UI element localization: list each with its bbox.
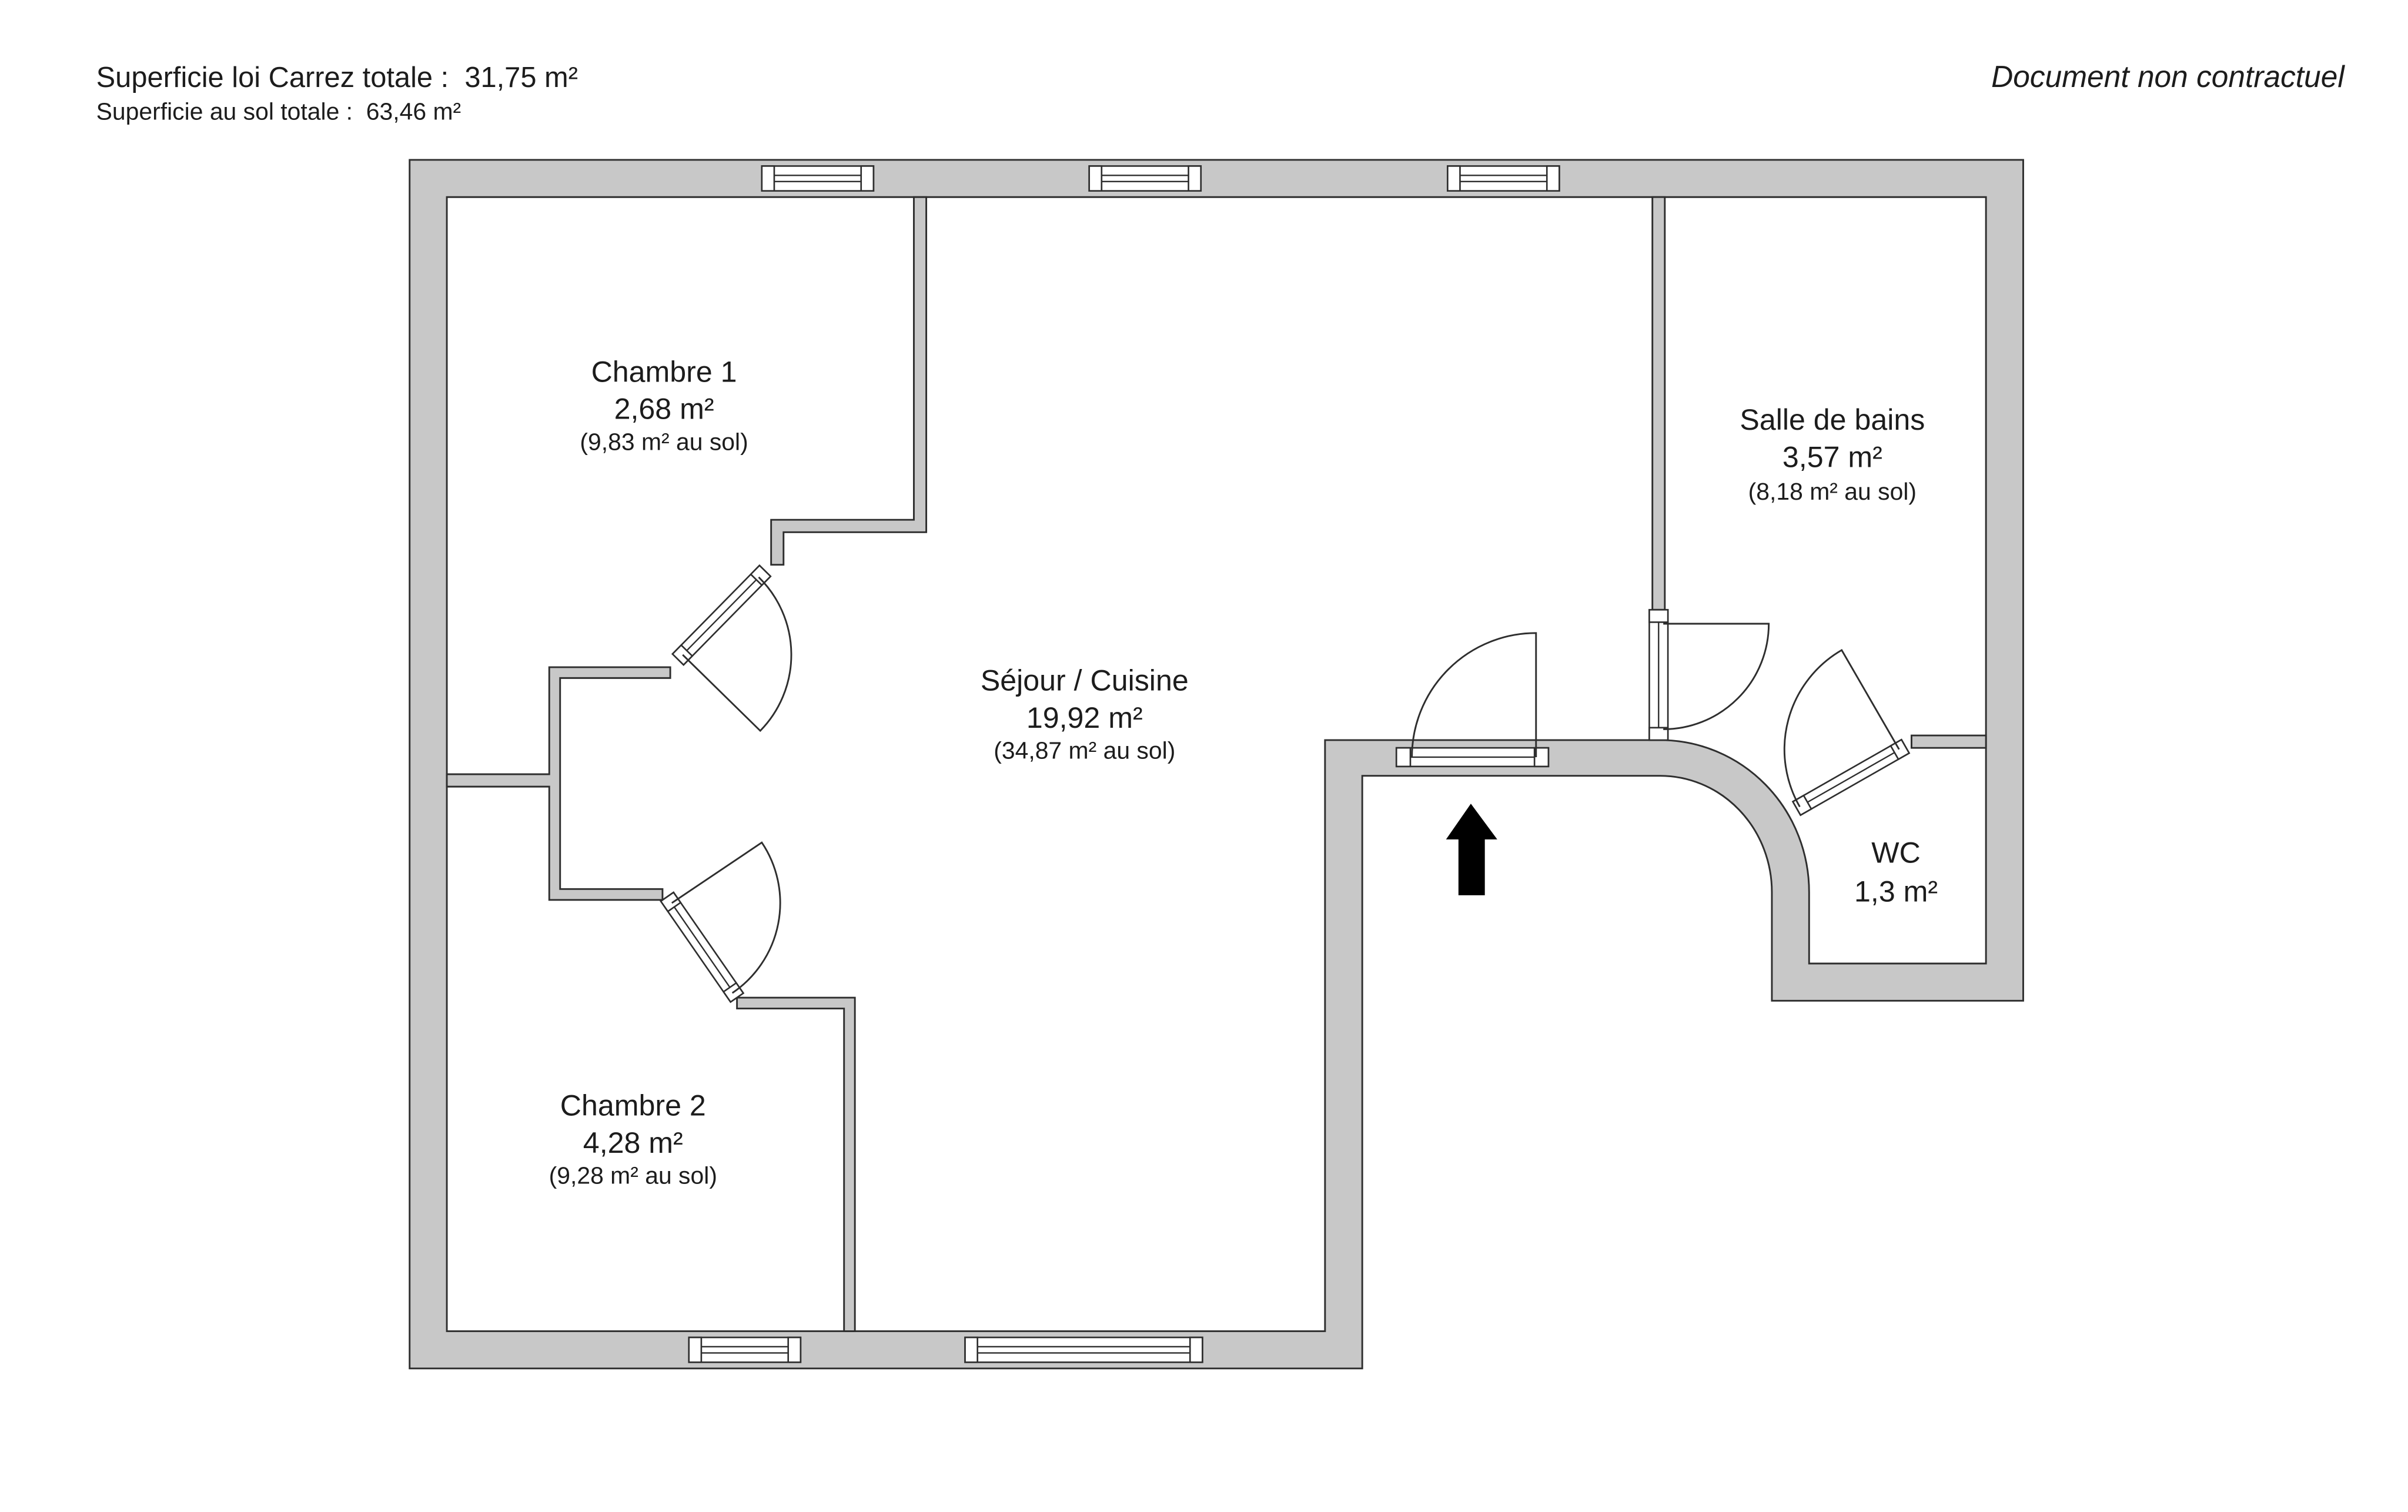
door-jamb (1395, 747, 1412, 768)
window-jamb (964, 1336, 978, 1363)
room-floor-area: (8,18 m² au sol) (1748, 478, 1917, 505)
window-jamb (1188, 165, 1202, 192)
wc-door-swing (1783, 648, 1900, 808)
window-jamb (761, 165, 775, 192)
wall-sejour-salle-de-bains (1651, 196, 1666, 611)
room-label-salle-de-bains: Salle de bains 3,57 m² (8,18 m² au sol) (1740, 403, 1925, 505)
doors (660, 564, 1911, 1003)
window-frame (1447, 165, 1560, 192)
door-leaf-line (673, 906, 731, 988)
window-jamb (1447, 165, 1461, 192)
window-top-1 (761, 165, 875, 192)
interior-walls (446, 196, 1987, 1332)
door-leaf-line (1807, 752, 1895, 803)
room-label-sejour-cuisine: Séjour / Cuisine 19,92 m² (34,87 m² au s… (981, 664, 1189, 764)
wall-chambres-corridor (446, 666, 671, 901)
chambre-1-door-swing (682, 576, 792, 732)
window-bottom-sejour (964, 1336, 1203, 1363)
window-jamb (1088, 165, 1103, 192)
room-carrez-area: 3,57 m² (1782, 440, 1882, 473)
room-name: Salle de bains (1740, 403, 1925, 436)
window-jamb (787, 1336, 802, 1363)
window-top-2 (1088, 165, 1202, 192)
window-jamb (1189, 1336, 1203, 1363)
door-jamb (750, 564, 772, 587)
door-leaf-line (686, 579, 757, 651)
wc-door (1791, 738, 1911, 817)
room-carrez-area: 2,68 m² (614, 393, 714, 426)
door-jamb (660, 891, 682, 913)
room-name: Chambre 1 (591, 355, 737, 388)
entrance-door (1395, 747, 1550, 768)
door-jamb (1791, 794, 1812, 817)
entrance-door-swing (1411, 632, 1537, 757)
door-jamb (1648, 727, 1669, 741)
room-name: Séjour / Cuisine (981, 664, 1189, 697)
header: Superficie loi Carrez totale : 31,75 m² … (96, 59, 2346, 125)
room-floor-area: (9,83 m² au sol) (580, 428, 748, 455)
room-name: Chambre 2 (560, 1089, 706, 1122)
window-top-3 (1447, 165, 1560, 192)
exterior-walls (409, 159, 2024, 1370)
room-label-wc: WC 1,3 m² (1854, 836, 1938, 908)
wall-salle-de-bains-wc (1911, 734, 1987, 749)
room-label-chambre-2: Chambre 2 4,28 m² (9,28 m² au sol) (549, 1089, 717, 1189)
wall-chambre-2-sejour (736, 996, 856, 1332)
windows (688, 165, 1560, 1363)
window-frame (761, 165, 875, 192)
carrez-total-label: Superficie loi Carrez totale : 31,75 m² (96, 62, 578, 93)
room-carrez-area: 1,3 m² (1854, 875, 1938, 908)
salle-de-bains-door-swing (1663, 623, 1770, 730)
room-name: WC (1871, 836, 1921, 869)
disclaimer: Document non contractuel (1991, 59, 2345, 93)
room-label-chambre-1: Chambre 1 2,68 m² (9,83 m² au sol) (580, 355, 748, 455)
arrow-up-icon (1446, 804, 1497, 895)
room-carrez-area: 19,92 m² (1026, 701, 1143, 734)
door-jamb (1648, 608, 1669, 623)
salle-de-bains-door (1648, 608, 1669, 741)
window-bottom-chambre-2 (688, 1336, 802, 1363)
chambre-2-door-swing (671, 841, 781, 994)
room-floor-area: (34,87 m² au sol) (994, 737, 1175, 764)
door-jamb (1533, 747, 1550, 768)
room-floor-area: (9,28 m² au sol) (549, 1162, 717, 1189)
window-jamb (1546, 165, 1560, 192)
floor-area-total-label: Superficie au sol totale : 63,46 m² (96, 98, 461, 125)
window-jamb (860, 165, 875, 192)
window-frame (1088, 165, 1202, 192)
window-frame (964, 1336, 1203, 1363)
window-frame (688, 1336, 802, 1363)
chambre-1-door (671, 564, 772, 666)
chambre-2-door (660, 891, 745, 1003)
window-jamb (688, 1336, 703, 1363)
wall-chambre-1-sejour (770, 196, 928, 566)
room-carrez-area: 4,28 m² (583, 1126, 683, 1159)
